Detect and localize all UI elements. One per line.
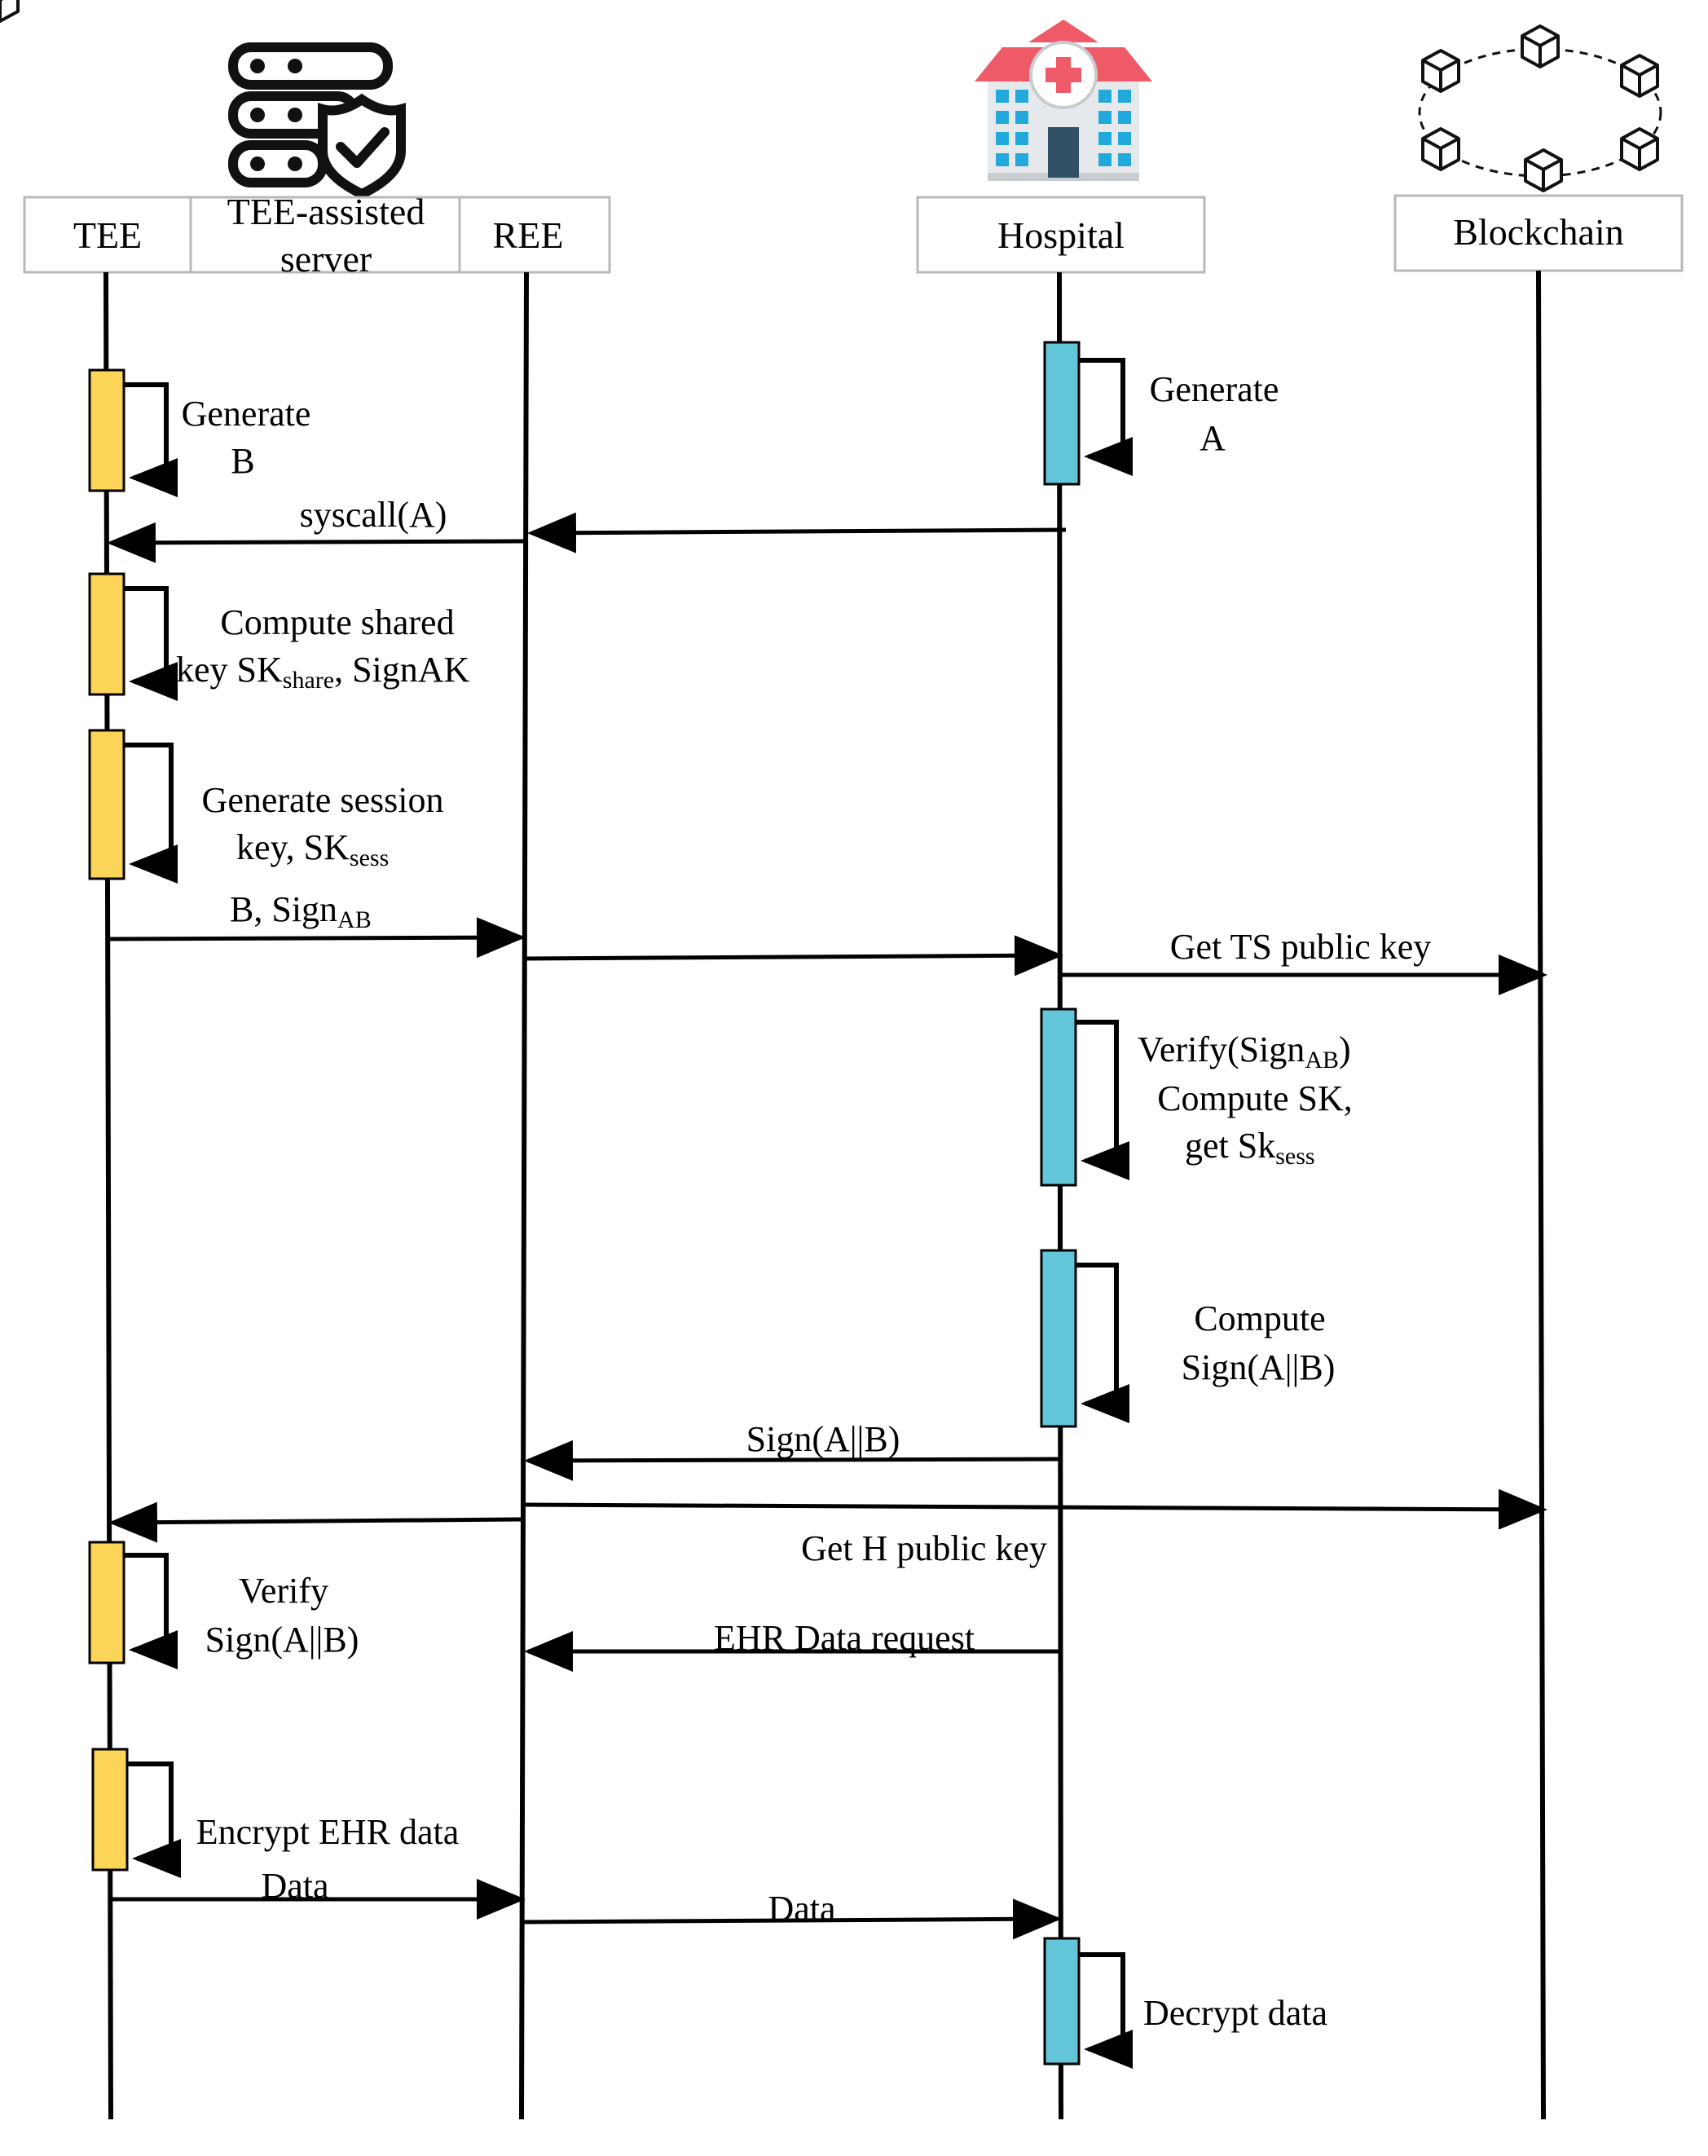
- hospital-activation-generate-a: [1043, 341, 1081, 486]
- ree-lifeline: [519, 271, 529, 2120]
- hospital-lifeline: [1057, 271, 1063, 2120]
- label-data-ree-hospital: Data: [768, 1889, 835, 1929]
- label-decrypt: Decrypt data: [1143, 1993, 1327, 2033]
- self-loop-encrypt: [127, 1761, 181, 1878]
- hospital-activation-verify: [1040, 1007, 1077, 1187]
- hospital-activation-compute-sign: [1040, 1249, 1077, 1428]
- msg-syscall-ree-to-tee: [107, 522, 526, 563]
- tee-activation-encrypt: [91, 1748, 129, 1872]
- hospital-header-label: Hospital: [997, 214, 1125, 256]
- label-generate-b-1: Generate: [182, 394, 311, 434]
- ree-header-box: [458, 196, 611, 274]
- hospital-activation-decrypt: [1043, 1937, 1081, 2066]
- label-verify-tee-2: Sign(A||B): [205, 1620, 359, 1660]
- self-loop-session-key: [124, 743, 178, 884]
- blockchain-lifeline: [1536, 270, 1546, 2120]
- msg-data-ree-to-hospital: [522, 1898, 1062, 1940]
- self-loop-verify-tee: [124, 1553, 178, 1669]
- msg-b-sign-tee-to-ree: [107, 917, 526, 959]
- self-loop-verify-hospital: [1076, 1020, 1129, 1180]
- label-get-h-key: Get H public key: [801, 1528, 1047, 1568]
- label-verify-sign-ab-3: get Sksess: [1185, 1126, 1315, 1170]
- label-compute-shared-2: key SKshare, SignAK: [176, 650, 470, 694]
- self-loop-decrypt: [1079, 1952, 1133, 2069]
- msg-get-h-key: [522, 1488, 1547, 1530]
- msg-a-hospital-to-ree: [527, 512, 1067, 553]
- self-loop-generate-b: [124, 382, 178, 497]
- self-loop-compute-sign: [1076, 1263, 1129, 1423]
- blockchain-network-icon: [0, 0, 1662, 192]
- label-get-ts-key: Get TS public key: [1170, 927, 1432, 967]
- tee-activation-generate-b: [88, 368, 125, 492]
- msg-sign-ab-ree-to-tee: [108, 1501, 524, 1543]
- server-header-label-line1: TEE-assisted: [227, 191, 425, 232]
- tee-activation-compute-shared: [88, 572, 125, 696]
- server-header-label-line2: server: [280, 238, 372, 280]
- hospital-icon: [975, 20, 1152, 181]
- label-session-key-2: key, SKsess: [236, 827, 389, 871]
- label-session-key-1: Generate session: [202, 780, 444, 820]
- blockchain-header-label: Blockchain: [1453, 211, 1624, 253]
- msg-sign-ab-hospital-to-ree: [524, 1440, 1063, 1481]
- label-sign-ab-message: Sign(A||B): [746, 1419, 900, 1459]
- self-loop-generate-a: [1079, 358, 1133, 476]
- server-header-box: [189, 196, 461, 274]
- tee-activation-session-key: [88, 729, 125, 880]
- label-generate-a-2: A: [1200, 418, 1226, 458]
- label-verify-sign-ab-2: Compute SK,: [1157, 1078, 1353, 1118]
- label-verify-sign-ab-1: Verify(SignAB): [1138, 1030, 1351, 1074]
- label-generate-a-1: Generate: [1150, 369, 1279, 409]
- label-ehr-request: EHR Data request: [714, 1618, 975, 1658]
- label-data-tee-ree: Data: [261, 1866, 328, 1906]
- tee-header-label: TEE: [73, 214, 142, 256]
- blockchain-header-box: [1393, 194, 1684, 272]
- self-loop-compute-shared: [124, 586, 178, 701]
- label-generate-b-2: B: [231, 441, 254, 481]
- msg-b-sign-ree-to-hospital: [524, 935, 1063, 977]
- server-shield-icon: [228, 42, 406, 200]
- label-compute-sign-2: Sign(A||B): [1182, 1347, 1336, 1387]
- tee-activation-verify: [88, 1541, 125, 1664]
- label-compute-shared-1: Compute shared: [220, 602, 454, 642]
- ree-header-label: REE: [493, 214, 564, 256]
- label-b-sign-ab: B, SignAB: [230, 889, 372, 933]
- label-syscall: syscall(A): [300, 495, 447, 535]
- label-encrypt: Encrypt EHR data: [196, 1812, 460, 1852]
- label-verify-tee-1: Verify: [239, 1571, 328, 1611]
- label-compute-sign-1: Compute: [1194, 1298, 1325, 1338]
